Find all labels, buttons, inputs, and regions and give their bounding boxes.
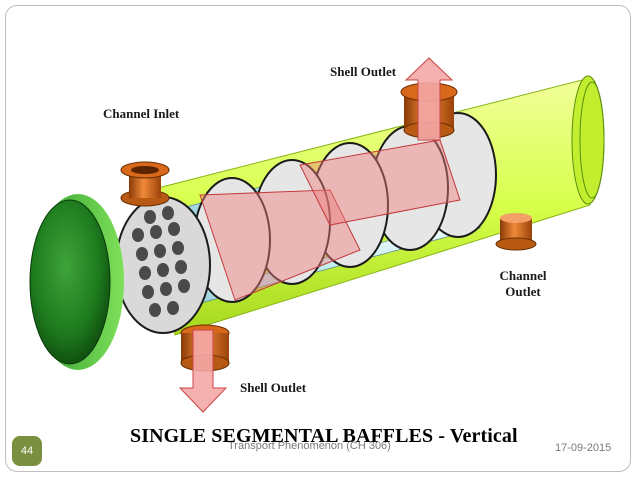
shell-outlet-bottom-arrow	[178, 329, 228, 413]
slide-title: SINGLE SEGMENTAL BAFFLES - Vertical	[130, 425, 518, 447]
shell-outlet-top-arrow	[404, 57, 454, 141]
slide-border	[5, 5, 631, 472]
slide-footer: Transport Phenomenon (CH 306)	[228, 440, 391, 452]
channel-outlet-label-line2: Outlet	[505, 284, 541, 299]
page-number-badge: 44	[12, 436, 42, 466]
channel-outlet-nozzle	[495, 213, 537, 251]
shell-outlet-bottom-label: Shell Outlet	[240, 380, 307, 395]
channel-head	[29, 194, 124, 370]
shell-flow-path	[199, 139, 461, 301]
channel-outlet-label: Channel Outlet	[493, 268, 553, 300]
tube-sheet	[115, 196, 211, 334]
channel-inlet-label: Channel Inlet	[103, 106, 180, 121]
channel-outlet-label-line1: Channel	[499, 268, 547, 283]
shell-outlet-top-label: Shell Outlet	[330, 64, 397, 79]
slide-date: 17-09-2015	[555, 442, 612, 454]
channel-inlet-nozzle	[120, 161, 170, 207]
